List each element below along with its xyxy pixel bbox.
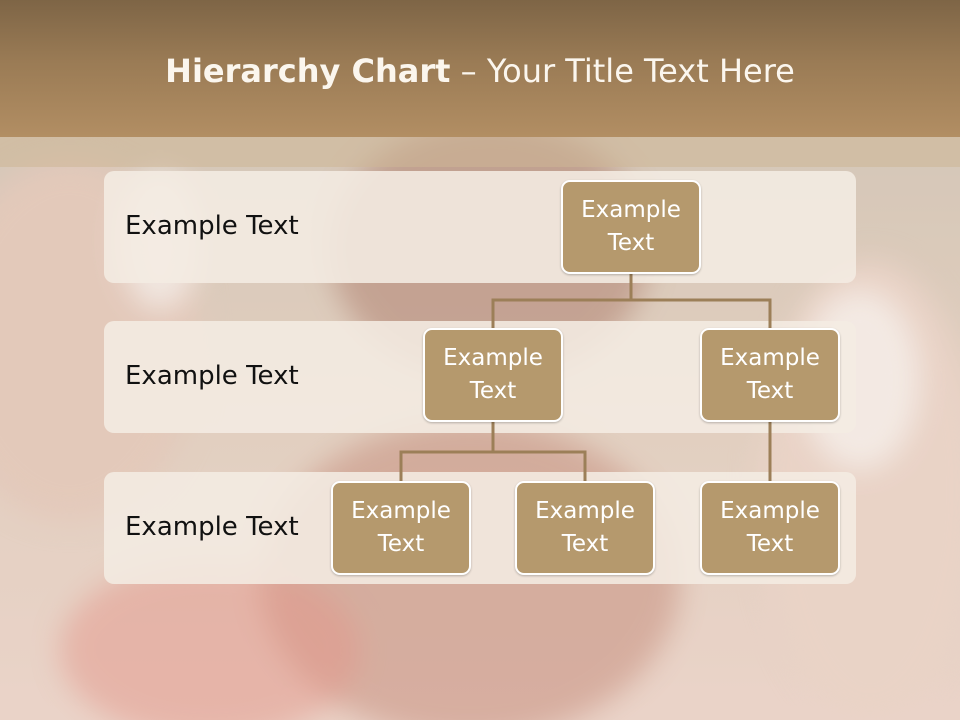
node-level3-b[interactable]: Example Text bbox=[515, 481, 655, 575]
node-root[interactable]: Example Text bbox=[561, 180, 701, 274]
row-label-1: Example Text bbox=[125, 211, 299, 241]
row-label-3: Example Text bbox=[125, 512, 299, 542]
node-level2-left[interactable]: Example Text bbox=[423, 328, 563, 422]
slide-title: Hierarchy Chart – Your Title Text Here bbox=[0, 52, 960, 90]
row-band-1 bbox=[104, 171, 856, 283]
title-rest: – Your Title Text Here bbox=[450, 52, 795, 90]
title-bold: Hierarchy Chart bbox=[165, 52, 451, 90]
title-band-strip bbox=[0, 137, 960, 167]
node-level3-c[interactable]: Example Text bbox=[700, 481, 840, 575]
row-label-2: Example Text bbox=[125, 361, 299, 391]
node-level3-a[interactable]: Example Text bbox=[331, 481, 471, 575]
title-band bbox=[0, 0, 960, 137]
node-level2-right[interactable]: Example Text bbox=[700, 328, 840, 422]
